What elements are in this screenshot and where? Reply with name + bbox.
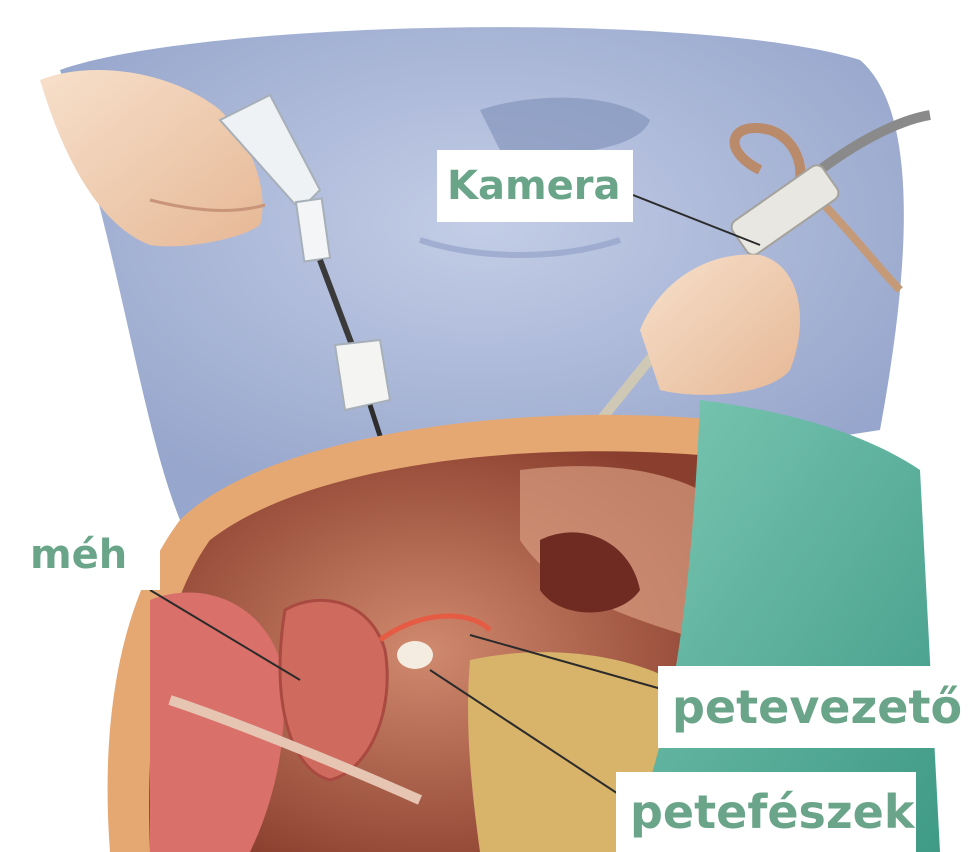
- label-kamera: Kamera: [437, 150, 633, 222]
- label-petefeszek: petefészek: [616, 772, 916, 852]
- label-petevezeto: petevezető: [658, 666, 958, 748]
- label-meh: méh: [20, 520, 160, 590]
